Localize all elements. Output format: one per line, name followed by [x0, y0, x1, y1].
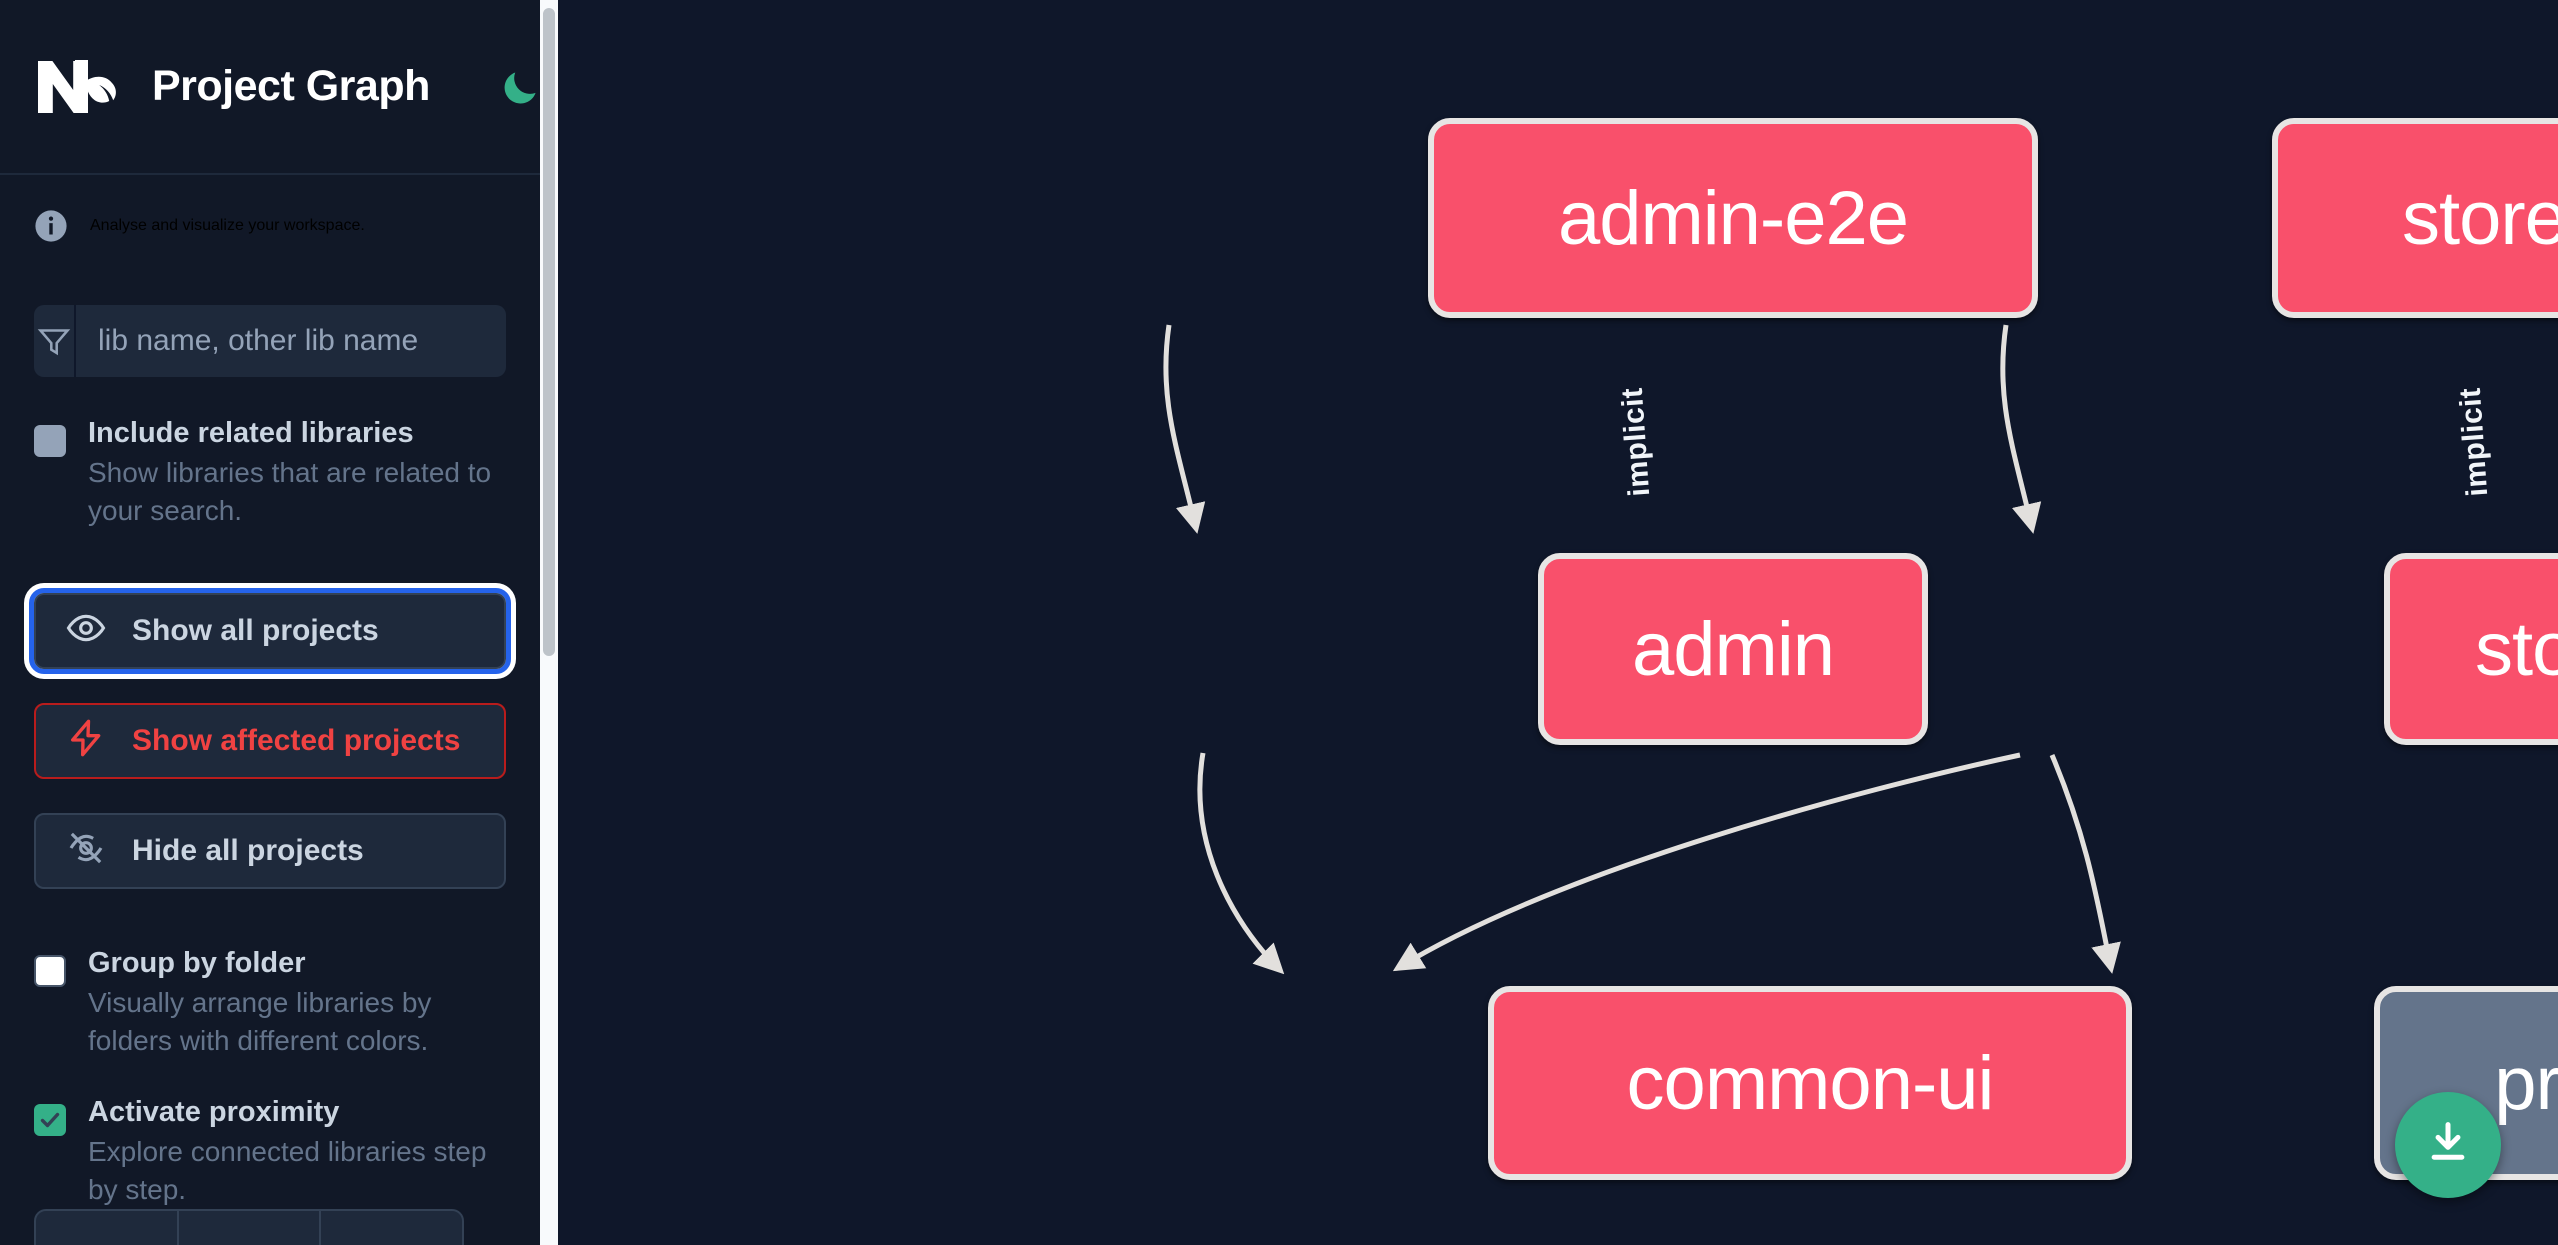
graph-node-label: common-ui — [1626, 1040, 1995, 1126]
graph-node-store[interactable]: store — [2384, 553, 2558, 745]
lightning-icon — [66, 718, 106, 763]
edge-store-to-products — [2049, 754, 2121, 974]
hide-all-projects-button[interactable]: Hide all projects — [34, 812, 506, 889]
group-by-folder-description: Visually arrange libraries by folders wi… — [88, 986, 432, 1056]
nx-logo-icon — [34, 57, 126, 117]
include-related-libraries-label: Include related libraries — [88, 417, 414, 449]
checkbox-group-by-folder[interactable]: Group by folder Visually arrange librari… — [0, 947, 540, 1061]
edge-store-to-common-ui — [1392, 752, 2021, 972]
checkbox-include-related-libraries[interactable]: Include related libraries Show libraries… — [0, 417, 540, 531]
proximity-step-segmented-control[interactable] — [34, 1209, 464, 1245]
graph-node-label: admin — [1632, 606, 1835, 692]
graph-node-label: store — [2475, 606, 2558, 692]
sidebar: Project Graph Analyse and visualize your… — [0, 0, 558, 1245]
graph-node-admin-e2e[interactable]: admin-e2e — [1428, 118, 2038, 318]
graph-node-label: products — [2494, 1040, 2558, 1126]
show-all-projects-label: Show all projects — [132, 613, 379, 647]
graph-node-label: store-e2e — [2401, 175, 2558, 261]
graph-node-admin[interactable]: admin — [1538, 553, 1928, 745]
sidebar-scrollbar-thumb[interactable] — [543, 8, 555, 656]
sidebar-scroll-area: Project Graph Analyse and visualize your… — [0, 0, 540, 1245]
sidebar-tagline: Analyse and visualize your workspace. — [0, 175, 540, 243]
include-related-libraries-checkbox[interactable] — [34, 425, 66, 457]
sidebar-header: Project Graph — [0, 0, 540, 175]
graph-node-store-e2e[interactable]: store-e2e — [2272, 118, 2558, 318]
activate-proximity-checkbox[interactable] — [34, 1104, 66, 1136]
download-image-button[interactable] — [2395, 1092, 2501, 1198]
filter-icon — [34, 305, 76, 377]
sidebar-tagline-text: Analyse and visualize your workspace. — [90, 217, 365, 234]
graph-canvas[interactable]: admin-e2e store-e2e admin store common-u… — [558, 0, 2558, 1245]
eye-off-icon — [66, 828, 106, 873]
proximity-step-decrease[interactable] — [36, 1211, 179, 1245]
page-title: Project Graph — [152, 62, 430, 110]
info-icon — [34, 209, 68, 243]
group-by-folder-label: Group by folder — [88, 946, 306, 979]
include-related-libraries-description: Show libraries that are related to your … — [88, 457, 492, 527]
graph-edges — [1163, 324, 2121, 975]
show-affected-projects-button[interactable]: Show affected projects — [34, 702, 506, 779]
search-field[interactable] — [34, 305, 506, 377]
proximity-step-value[interactable] — [179, 1211, 322, 1245]
show-affected-projects-label: Show affected projects — [132, 723, 461, 757]
download-icon — [2422, 1117, 2474, 1174]
edge-admin-e2e-to-admin — [1163, 324, 1206, 534]
sidebar-scrollbar[interactable] — [540, 0, 558, 1245]
activate-proximity-label: Activate proximity — [88, 1096, 340, 1128]
search-input[interactable] — [76, 305, 506, 377]
moon-icon[interactable] — [498, 63, 540, 111]
proximity-step-increase[interactable] — [321, 1211, 462, 1245]
projects-button-group: Show all projects Show affected projects — [0, 587, 540, 889]
hide-all-projects-label: Hide all projects — [132, 833, 364, 867]
graph-node-common-ui[interactable]: common-ui — [1488, 986, 2132, 1180]
edge-store-e2e-to-store — [2000, 324, 2042, 534]
edge-admin-to-common-ui — [1197, 752, 1285, 975]
graph-node-label: admin-e2e — [1557, 175, 1909, 261]
show-all-projects-button[interactable]: Show all projects — [29, 587, 511, 674]
checkbox-activate-proximity[interactable]: Activate proximity Explore connected lib… — [0, 1096, 540, 1210]
group-by-folder-checkbox[interactable] — [34, 954, 66, 987]
activate-proximity-description: Explore connected libraries step by step… — [88, 1136, 487, 1206]
eye-icon — [66, 608, 106, 653]
